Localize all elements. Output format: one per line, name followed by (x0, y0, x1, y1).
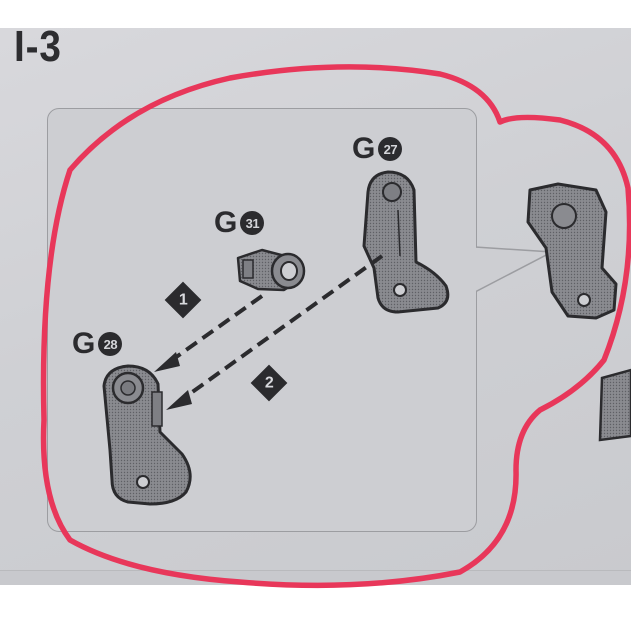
callout-pointer-mask (472, 244, 476, 296)
part-letter: G (214, 206, 238, 239)
part-label-g28: G 28 (72, 327, 123, 361)
dashed-arrow-icon (166, 254, 384, 410)
part-label-g27: G 27 (352, 132, 403, 166)
part-number-badge: 28 (98, 332, 123, 356)
connector-part-g31-icon (236, 248, 306, 292)
part-number-badge: 31 (240, 211, 265, 235)
order-number: 1 (178, 291, 188, 308)
dashed-arrow-icon (154, 294, 264, 372)
joint-part-g28-icon (102, 364, 192, 506)
part-letter: G (72, 327, 96, 360)
part-number-badge: 27 (378, 137, 403, 161)
step-title: I-3 (14, 22, 62, 71)
callout-pointer (474, 246, 555, 294)
arm-part-g27-icon (362, 170, 450, 314)
part-label-g31: G 31 (214, 206, 265, 240)
order-number: 2 (264, 374, 274, 391)
highlight-marker-outline (40, 64, 631, 589)
neighbour-assembly-icon (526, 182, 631, 442)
part-letter: G (352, 132, 376, 165)
